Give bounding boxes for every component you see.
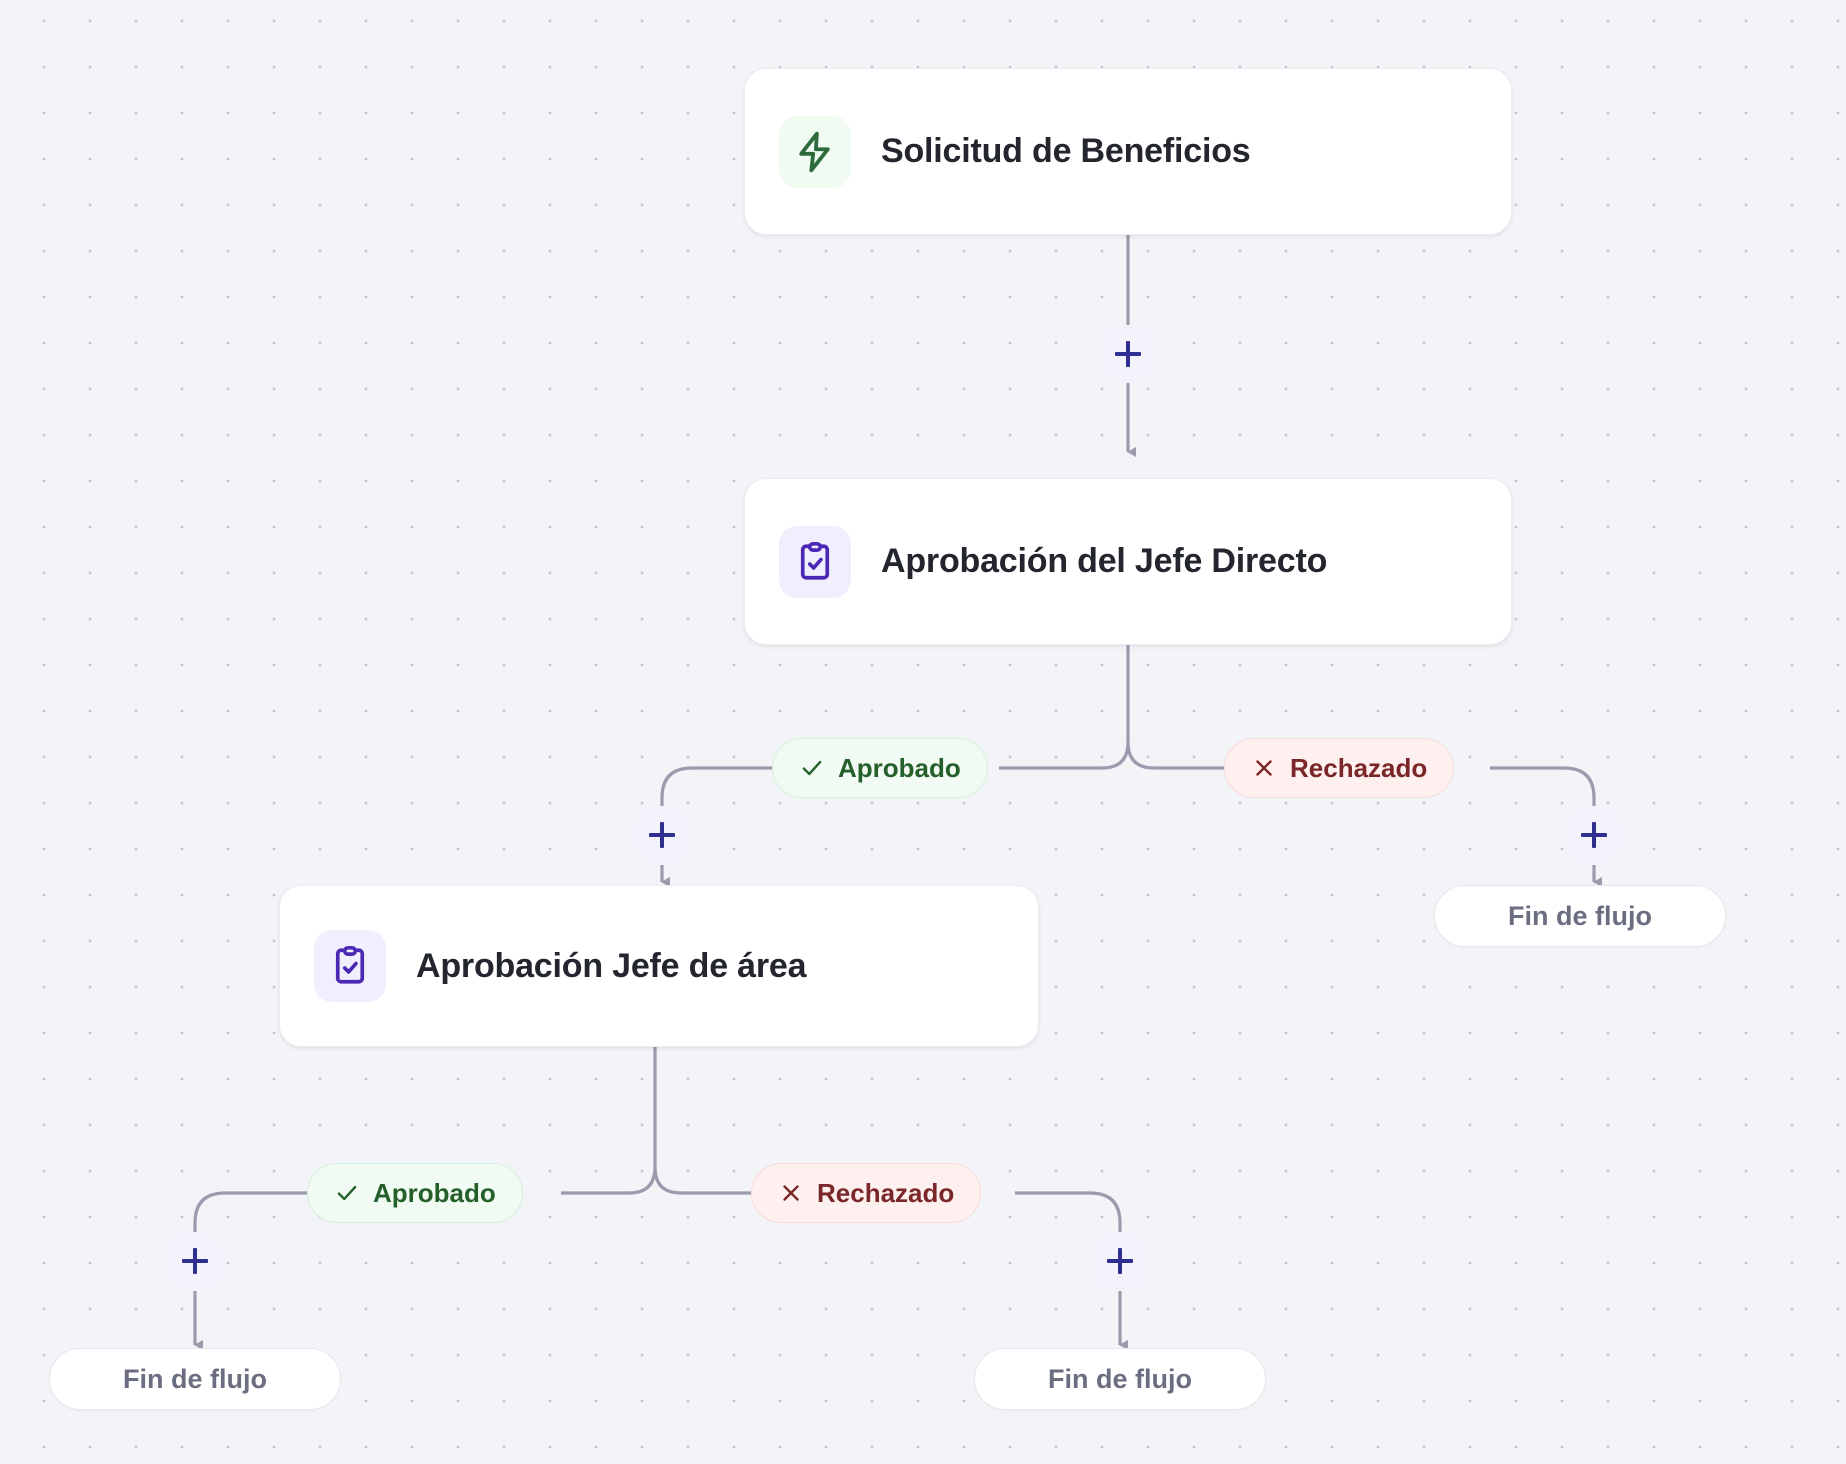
branch-label-text: Aprobado bbox=[838, 752, 961, 783]
edge-branch2-approved-to-add bbox=[193, 1191, 307, 1232]
node-aprobacion-del-jefe-directo[interactable]: Aprobación del Jefe Directo bbox=[744, 478, 1512, 645]
add-step-button-branch2-approved[interactable] bbox=[166, 1232, 224, 1290]
add-step-button-branch1-rejected[interactable] bbox=[1565, 806, 1623, 864]
end-node-label: Fin de flujo bbox=[1048, 1363, 1192, 1394]
branch-label-rechazado-2[interactable]: Rechazado bbox=[751, 1163, 982, 1223]
lightning-bolt-icon bbox=[779, 115, 851, 188]
node-title: Aprobación Jefe de área bbox=[416, 946, 807, 985]
branch-label-text: Rechazado bbox=[817, 1177, 955, 1208]
clipboard-check-icon bbox=[314, 930, 386, 1002]
end-node-branch2-approved[interactable]: Fin de flujo bbox=[49, 1348, 341, 1410]
end-node-label: Fin de flujo bbox=[1508, 900, 1652, 931]
check-icon bbox=[802, 760, 822, 776]
edge-approval1-split-right bbox=[1126, 741, 1224, 770]
plus-icon-vertical bbox=[1118, 1248, 1122, 1274]
clipboard-check-icon bbox=[779, 525, 851, 598]
edge-branch1-rejected-to-add bbox=[1490, 766, 1596, 806]
branch-label-text: Aprobado bbox=[373, 1177, 496, 1208]
plus-icon-vertical bbox=[660, 822, 664, 848]
x-icon bbox=[1256, 760, 1272, 776]
edge-approval1-split-left bbox=[999, 645, 1130, 770]
x-icon bbox=[783, 1185, 799, 1201]
edge-branch2-rejected-to-add bbox=[1015, 1191, 1122, 1232]
plus-icon-vertical bbox=[1592, 822, 1596, 848]
edge-approval2-split-left bbox=[561, 1047, 657, 1195]
branch-label-aprobado-1[interactable]: Aprobado bbox=[772, 738, 988, 798]
node-title: Aprobación del Jefe Directo bbox=[881, 542, 1328, 580]
node-aprobacion-jefe-de-area[interactable]: Aprobación Jefe de área bbox=[279, 885, 1039, 1047]
branch-label-rechazado-1[interactable]: Rechazado bbox=[1224, 738, 1455, 798]
add-step-button-after-trigger[interactable] bbox=[1099, 325, 1157, 383]
branch-label-aprobado-2[interactable]: Aprobado bbox=[307, 1163, 523, 1223]
end-node-label: Fin de flujo bbox=[123, 1363, 267, 1394]
plus-icon-vertical bbox=[1126, 341, 1130, 367]
check-icon bbox=[337, 1185, 357, 1201]
edge-branch1-approved-to-add bbox=[660, 766, 772, 806]
branch-label-text: Rechazado bbox=[1290, 752, 1428, 783]
add-step-button-branch2-rejected[interactable] bbox=[1091, 1232, 1149, 1290]
end-node-branch1-rejected[interactable]: Fin de flujo bbox=[1434, 885, 1726, 947]
node-solicitud-de-beneficios[interactable]: Solicitud de Beneficios bbox=[744, 68, 1512, 235]
edge-approval2-split-right bbox=[653, 1166, 751, 1195]
end-node-branch2-rejected[interactable]: Fin de flujo bbox=[974, 1348, 1266, 1410]
plus-icon-vertical bbox=[193, 1248, 197, 1274]
node-title: Solicitud de Beneficios bbox=[881, 132, 1251, 170]
add-step-button-branch1-approved[interactable] bbox=[633, 806, 691, 864]
